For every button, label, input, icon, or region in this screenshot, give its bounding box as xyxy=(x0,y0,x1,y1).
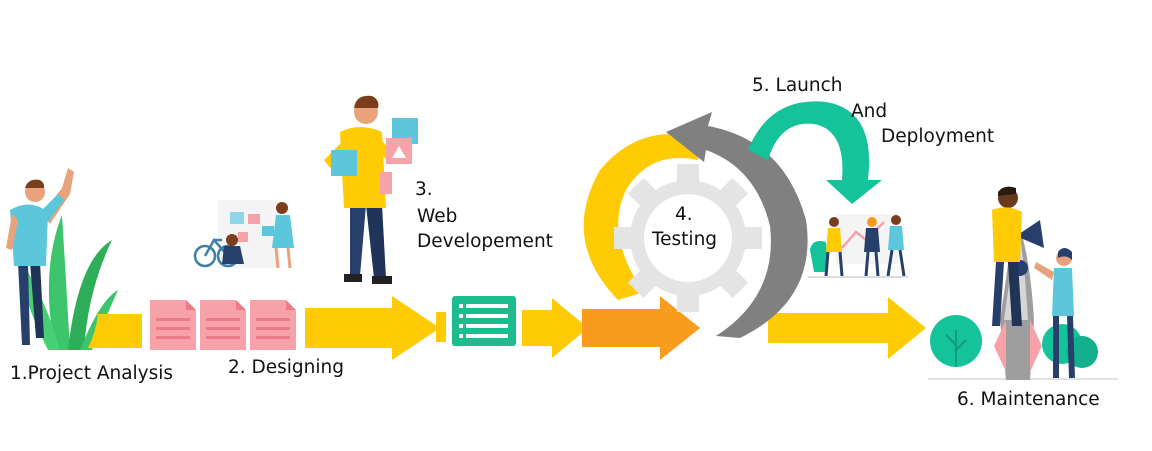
document-icon xyxy=(150,300,296,350)
gear-icon xyxy=(614,164,762,312)
step-2-label: 2. Designing xyxy=(228,357,344,378)
step-3-number: 3. xyxy=(415,179,433,200)
cycle-arrows-icon xyxy=(583,112,808,338)
step-3-line2: Developement xyxy=(417,231,553,252)
flow-arrow-2 xyxy=(305,296,440,360)
step-5-line3: Deployment xyxy=(881,126,994,147)
flow-segment-3a xyxy=(436,312,446,342)
step-3-line1: Web xyxy=(417,206,457,227)
flow-arrow-4 xyxy=(582,296,700,360)
developer-icon xyxy=(324,95,418,284)
person-waving-icon xyxy=(6,168,118,350)
rocket-icon xyxy=(928,186,1118,380)
step-6-label: 6. Maintenance xyxy=(957,389,1100,410)
code-document-icon xyxy=(452,296,516,346)
step-1-label: 1.Project Analysis xyxy=(10,363,173,384)
flow-arrow-5 xyxy=(768,297,926,359)
flow-segment-1 xyxy=(88,314,142,348)
step-5-line2: And xyxy=(851,101,887,122)
step-5-line1: 5. Launch xyxy=(752,75,843,96)
step-4-word: Testing xyxy=(651,229,717,250)
launch-arrow-icon xyxy=(748,101,882,204)
team-meeting-icon xyxy=(808,214,908,278)
design-scene-icon xyxy=(193,200,294,269)
flow-arrows xyxy=(88,296,926,360)
step-4-number: 4. xyxy=(675,204,693,225)
step-labels: 1.Project Analysis 2. Designing 3. Web D… xyxy=(10,75,1100,410)
flow-arrow-3 xyxy=(522,298,588,358)
